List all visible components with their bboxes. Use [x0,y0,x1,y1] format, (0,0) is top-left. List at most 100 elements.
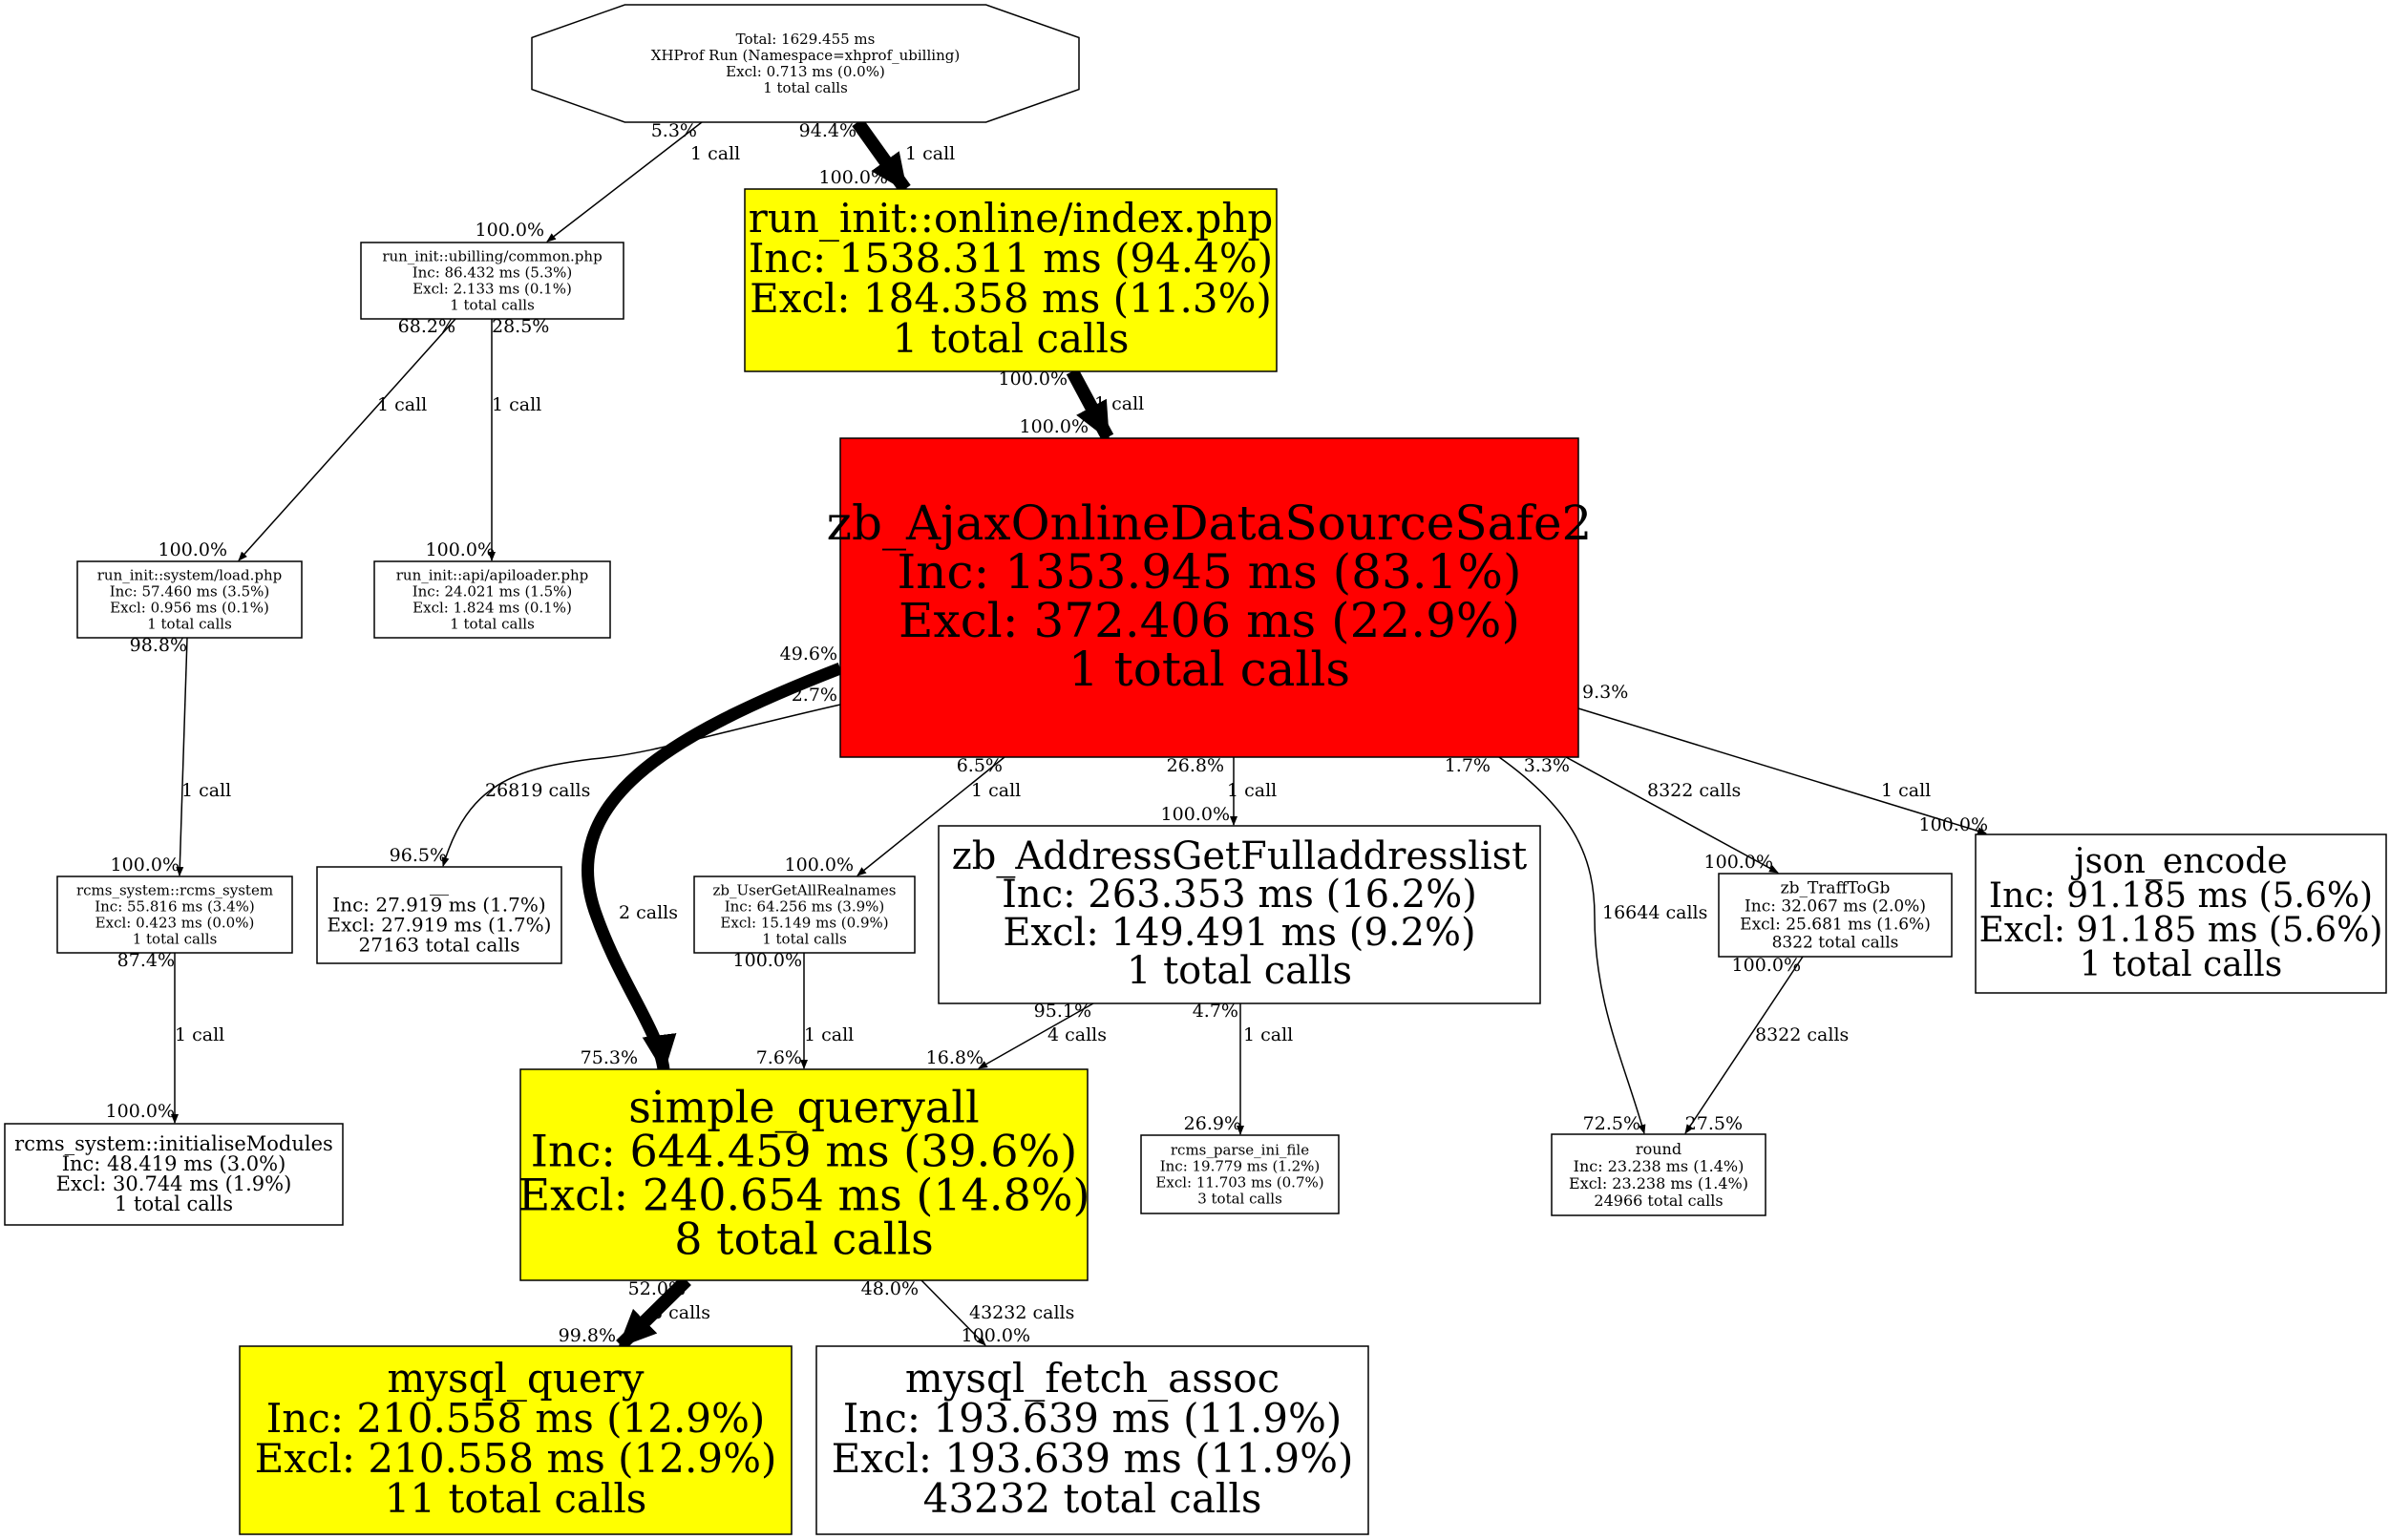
edge-line [1684,956,1804,1134]
target-pct-label: 16.8% [926,1047,983,1068]
target-pct-label: 100.0% [111,854,180,875]
inclusive-time: Inc: 57.460 ms (3.5%) [110,583,270,601]
exclusive-time: Excl: 25.681 ms (1.6%) [1740,916,1931,935]
node-name: zb_UserGetAllRealnames [712,882,896,899]
call-count-label: 4 calls [1047,1024,1107,1045]
node-shape [531,4,1080,123]
total-calls: 1 total calls [115,1192,233,1215]
edge-line [1066,368,1114,441]
call-count-label: 1 call [690,143,740,164]
edge-line [1565,756,1779,874]
edge-root-online: 94.4% 1 call 100.0% [799,117,955,194]
source-pct-label: 49.6% [780,643,837,665]
edge-line [978,1002,1094,1069]
total-calls: 1 total calls [763,79,848,96]
total-calls: 1 total calls [133,931,218,948]
target-pct-label: 100.0% [1161,804,1230,825]
edge-line [852,117,911,194]
target-pct-label: 72.5% [1583,1113,1640,1134]
inclusive-time: Inc: 27.919 ms (1.7%) [332,893,545,916]
inclusive-time: Inc: 24.021 ms (1.5%) [412,583,573,601]
edge-line [920,1279,986,1346]
exclusive-time: Excl: 91.185 ms (5.6%) [1979,911,2383,950]
call-count-label: 1 call [181,780,231,801]
exclusive-time: Excl: 149.491 ms (9.2%) [1003,911,1475,955]
call-count-label: 1 call [905,143,955,164]
exclusive-time: Excl: 15.149 ms (0.9%) [720,915,888,932]
inclusive-time: Inc: 210.558 ms (12.9%) [266,1395,766,1442]
node-name: run_init::system/load.php [97,567,282,584]
target-pct-label: 100.0% [426,539,495,560]
target-pct-label: 100.0% [819,167,888,188]
edge-line [441,704,841,867]
call-count-label: 1 call [1881,780,1931,801]
total-calls: 1 total calls [1127,949,1352,993]
node-name: rcms_parse_ini_file [1171,1142,1309,1159]
total-calls: 1 total calls [450,616,535,633]
edge-line [238,318,456,561]
inclusive-time: XHProf Run (Namespace=xhprof_ubilling) [651,47,960,64]
inclusive-time: Inc: 193.639 ms (11.9%) [843,1395,1343,1442]
source-pct-label: 26.8% [1167,755,1224,776]
inclusive-time: Inc: 48.419 ms (3.0%) [62,1152,286,1175]
call-count-label: 1 call [1227,780,1277,801]
node-shape [4,1123,344,1226]
edge-line [616,1276,691,1350]
source-pct-label: 94.4% [799,120,857,141]
node-shape [693,875,916,954]
edge-line [546,121,703,243]
exclusive-time: Excl: 0.956 ms (0.1%) [110,600,269,617]
exclusive-time: Excl: 0.423 ms (0.0%) [95,915,255,932]
node-shape [744,188,1278,372]
total-calls: 3 total calls [1197,1191,1282,1208]
exclusive-time: Excl: 210.558 ms (12.9%) [255,1435,777,1482]
edge-line [176,637,188,876]
exclusive-time: Excl: 240.654 ms (14.8%) [518,1169,1090,1220]
total-calls: 8322 total calls [1772,934,1899,953]
source-pct-label: 9.3% [1582,682,1628,703]
node-name: rcms_system::initialiseModules [14,1132,333,1155]
edge-line [1577,707,1987,835]
exclusive-time: Excl: 0.713 ms (0.0%) [726,63,885,80]
node-shape [56,875,293,954]
source-pct-label: 1.7% [1445,755,1491,776]
call-count-label: 8322 calls [1647,780,1741,801]
target-pct-label: 100.0% [1020,416,1089,437]
target-pct-label: 100.0% [1704,852,1773,873]
target-pct-label: 100.0% [106,1101,175,1122]
node-name: mysql_query [387,1355,644,1402]
node-unnamed[interactable]: __Inc: 27.919 ms (1.7%)Excl: 27.919 ms (… [316,866,562,964]
edge-line [1498,756,1646,1134]
node-shape [239,1345,793,1535]
inclusive-time: Inc: 19.779 ms (1.2%) [1160,1158,1321,1175]
total-calls: 11 total calls [385,1475,647,1522]
node-shape [1551,1133,1766,1216]
call-count-label: 43232 calls [969,1302,1074,1323]
exclusive-time: Excl: 27.919 ms (1.7%) [328,913,552,936]
node-name: json_encode [2070,842,2287,881]
